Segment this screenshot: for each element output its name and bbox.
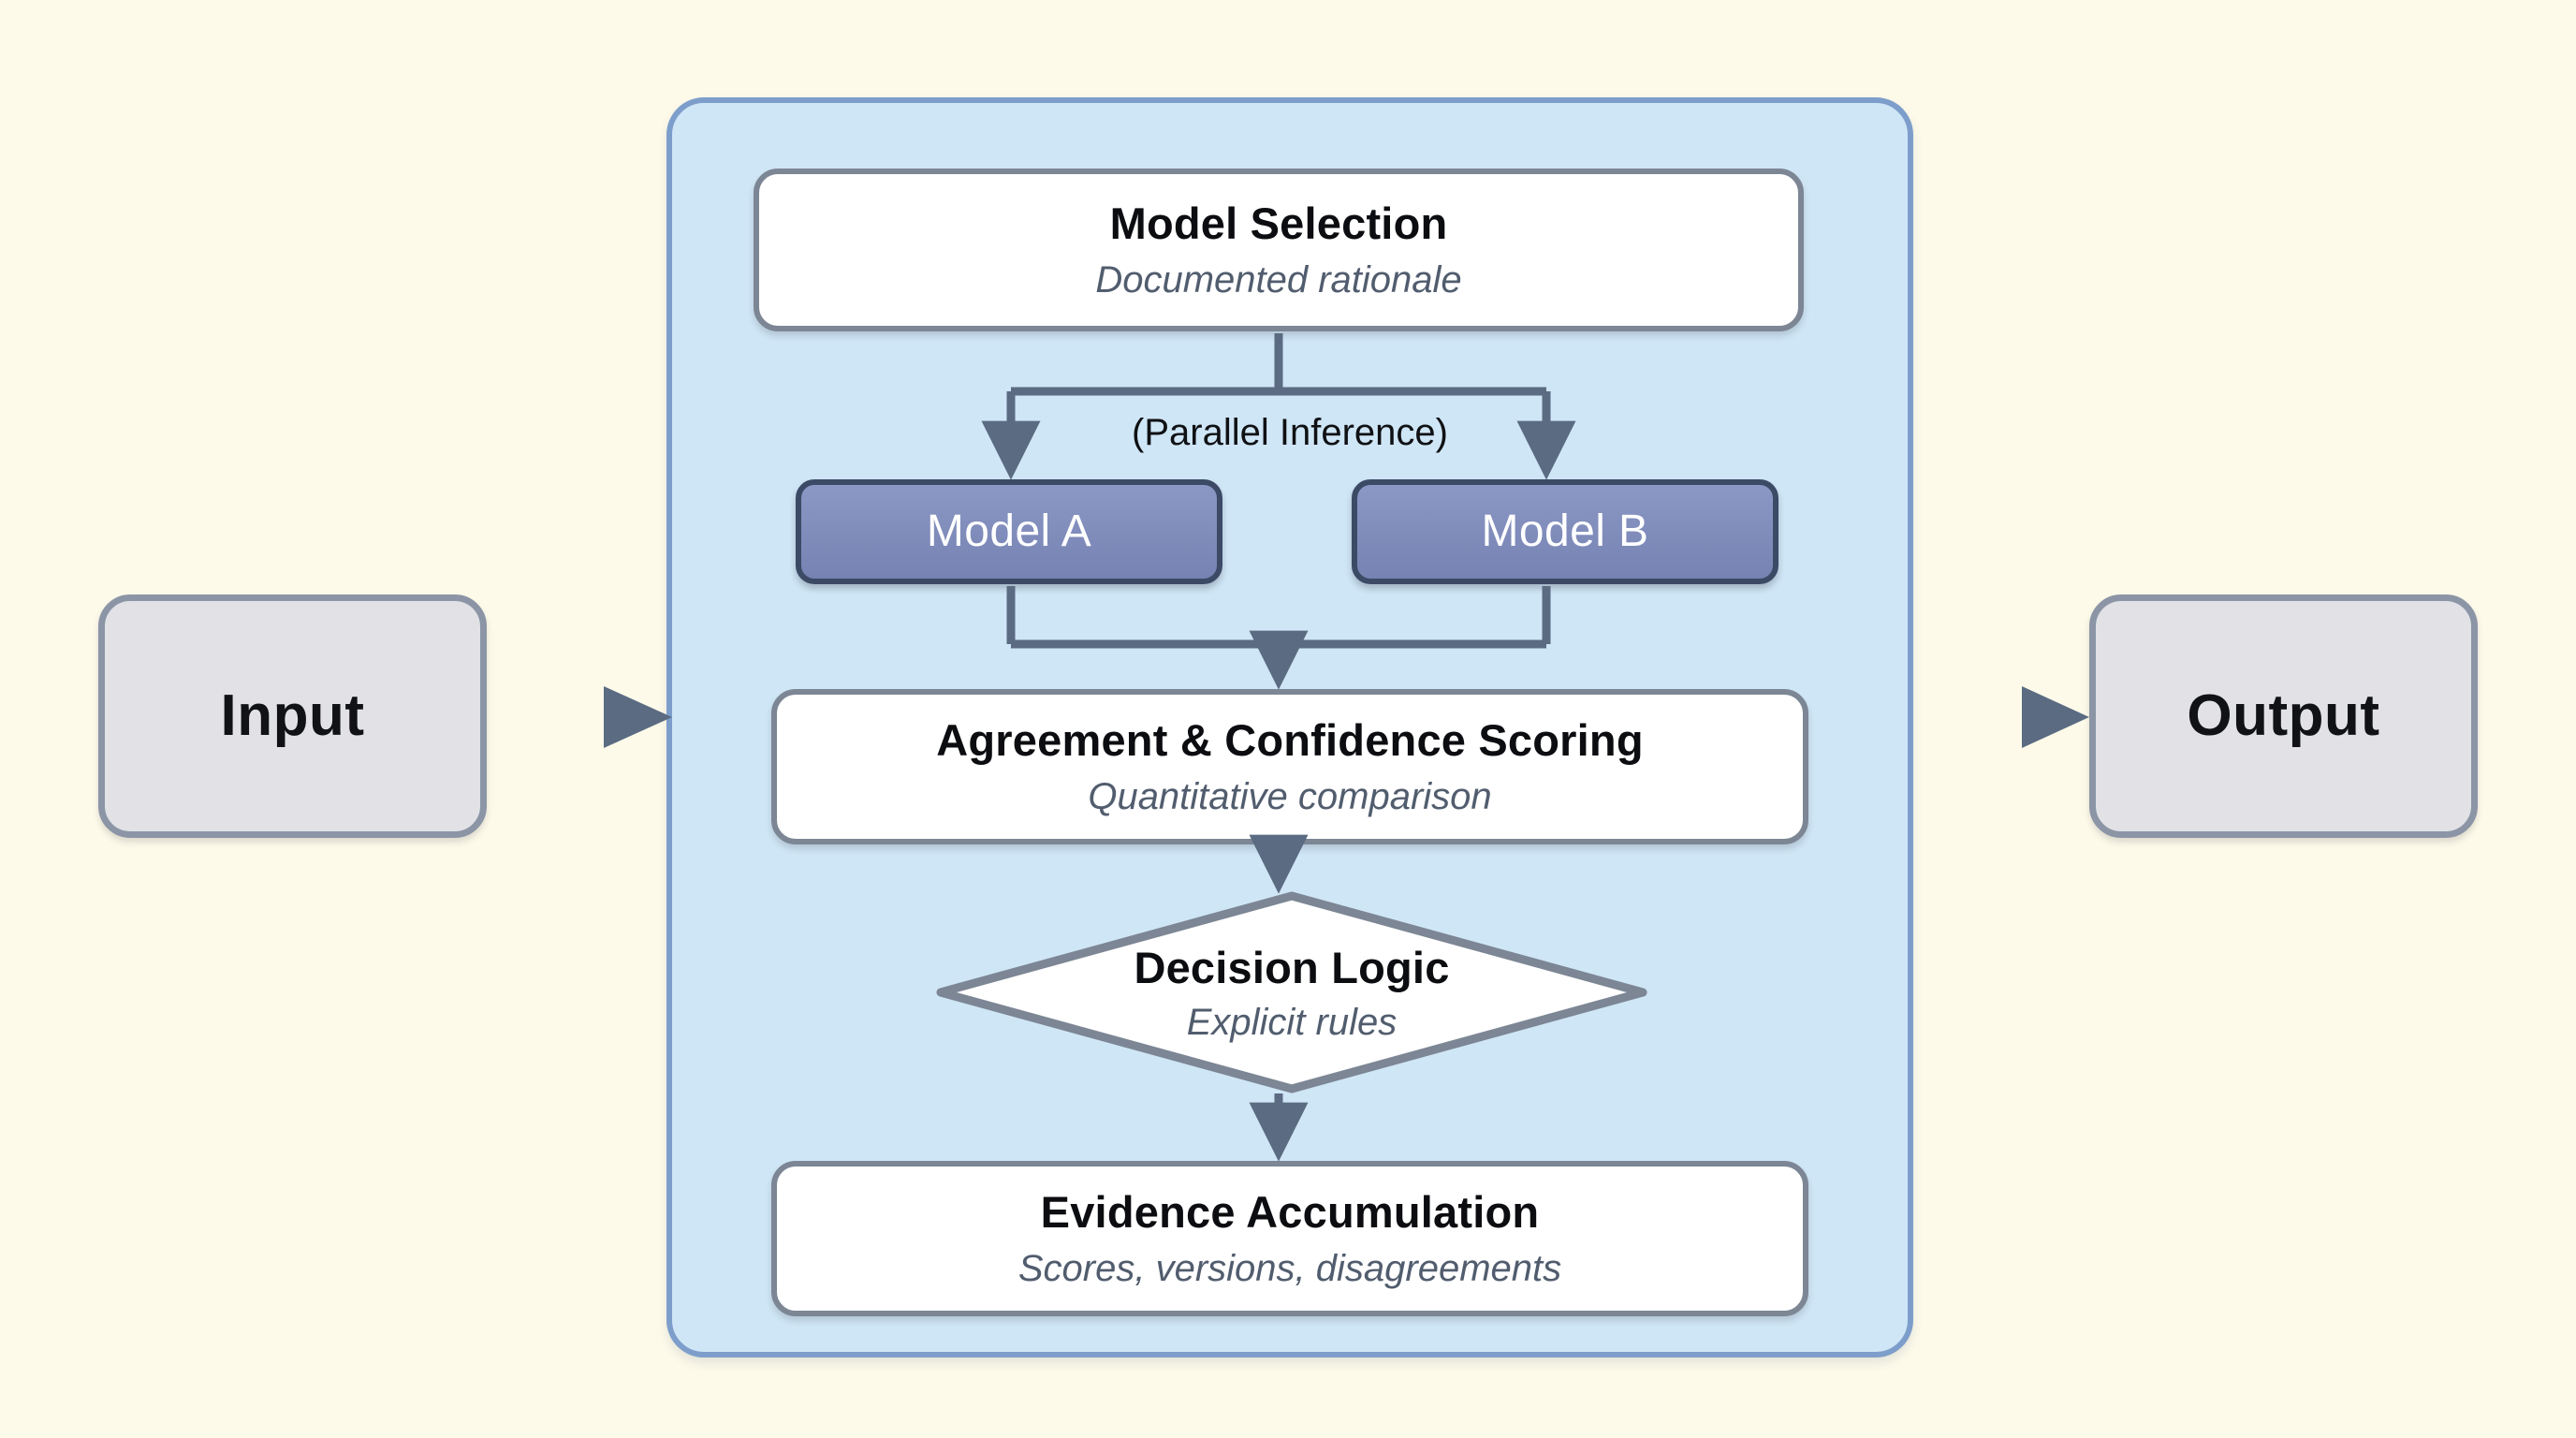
- arrow-input-to-pipeline: [487, 686, 672, 748]
- stage-evidence-accumulation-title: Evidence Accumulation: [1040, 1187, 1540, 1238]
- stage-agreement-scoring-subtitle: Quantitative comparison: [1088, 775, 1492, 817]
- model-b-node[interactable]: Model B: [1352, 479, 1778, 584]
- stage-agreement-scoring-title: Agreement & Confidence Scoring: [936, 715, 1644, 766]
- model-a-label: Model A: [926, 506, 1092, 556]
- output-node[interactable]: Output: [2089, 594, 2478, 838]
- output-label: Output: [2187, 683, 2380, 749]
- stage-model-selection[interactable]: Model Selection Documented rationale: [754, 169, 1804, 331]
- input-node[interactable]: Input: [98, 594, 487, 838]
- stage-evidence-accumulation[interactable]: Evidence Accumulation Scores, versions, …: [771, 1161, 1808, 1316]
- stage-model-selection-subtitle: Documented rationale: [1095, 258, 1462, 301]
- arrow-pipeline-to-output: [1910, 686, 2089, 748]
- stage-decision-logic-subtitle: Explicit rules: [1186, 1001, 1398, 1043]
- decision-diamond-shape: [936, 891, 1647, 1093]
- input-label: Input: [220, 683, 365, 749]
- stage-evidence-accumulation-subtitle: Scores, versions, disagreements: [1017, 1247, 1562, 1289]
- model-a-node[interactable]: Model A: [796, 479, 1222, 584]
- stage-model-selection-title: Model Selection: [1109, 198, 1448, 249]
- stage-decision-logic-title: Decision Logic: [1134, 942, 1450, 992]
- stage-agreement-scoring[interactable]: Agreement & Confidence Scoring Quantitat…: [771, 689, 1808, 844]
- stage-decision-logic[interactable]: Decision Logic Explicit rules: [936, 891, 1647, 1093]
- parallel-inference-label: (Parallel Inference): [1132, 412, 1448, 453]
- model-b-label: Model B: [1481, 506, 1649, 556]
